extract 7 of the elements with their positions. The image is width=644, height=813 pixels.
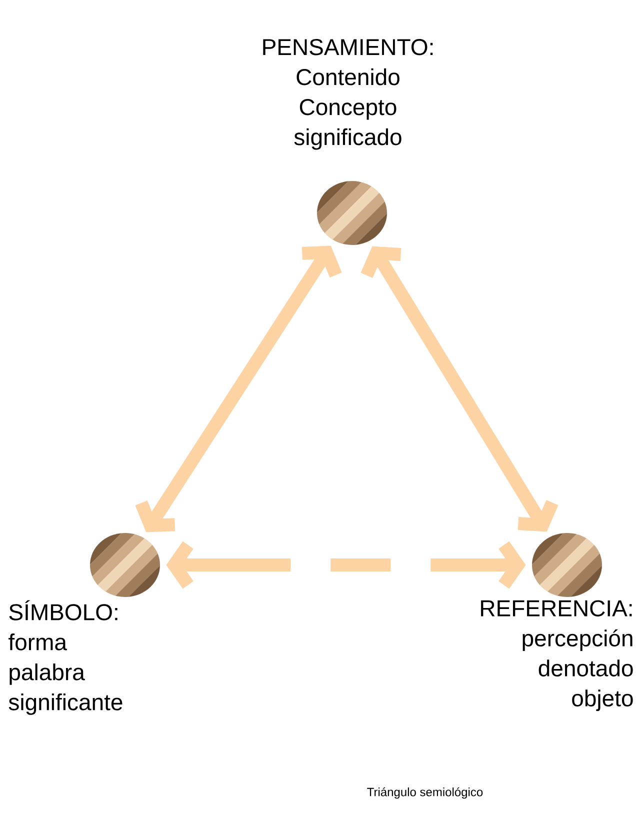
node-label: PENSAMIENTO: Contenido Concepto significado	[263, 38, 433, 150]
arrow	[360, 246, 558, 532]
arrow	[166, 541, 526, 589]
arrow	[135, 246, 342, 532]
node-label: REFERENCIA: percepción denotado objeto	[481, 600, 633, 712]
node-label: SÍMBOLO: forma palabra significante	[8, 600, 122, 715]
caption: Triángulo semiológico	[367, 787, 483, 799]
